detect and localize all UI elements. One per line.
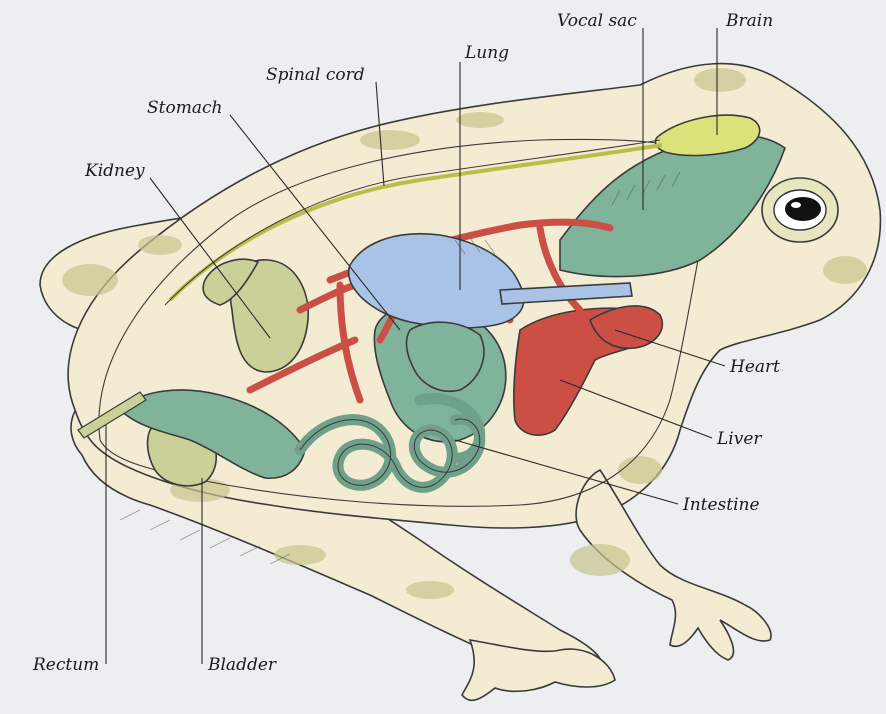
label-spinal-cord: Spinal cord (266, 65, 365, 85)
label-liver: Liver (716, 429, 762, 449)
label-bladder: Bladder (207, 655, 277, 675)
label-lung: Lung (464, 43, 509, 63)
label-stomach: Stomach (147, 98, 222, 118)
label-rectum: Rectum (32, 655, 99, 675)
eye (762, 178, 838, 242)
label-vocal-sac: Vocal sac (557, 11, 637, 31)
label-kidney: Kidney (84, 161, 145, 181)
label-intestine: Intestine (682, 495, 760, 515)
label-brain: Brain (725, 11, 773, 31)
label-heart: Heart (729, 357, 780, 377)
